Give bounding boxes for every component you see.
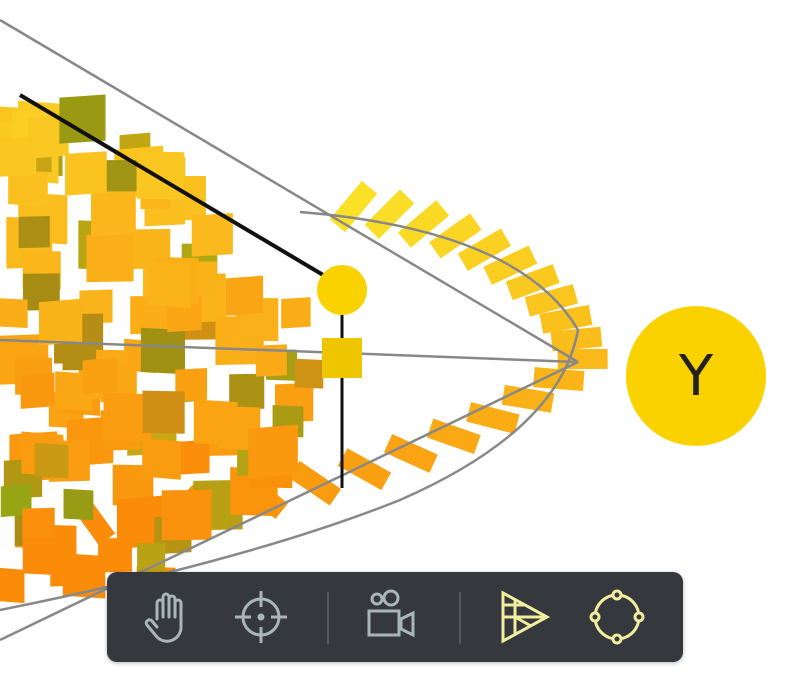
hue-segment: [398, 200, 450, 248]
hue-segment: [288, 460, 342, 506]
hue-segment: [505, 264, 560, 301]
triangle-slice-tool-button[interactable]: [495, 587, 555, 647]
color-sample: [142, 437, 181, 480]
crosshair-icon: [235, 591, 287, 643]
color-sample: [176, 439, 210, 475]
color-sample: [22, 536, 60, 576]
color-sample: [0, 298, 28, 329]
color-sample: [229, 373, 265, 410]
color-sample: [0, 136, 37, 177]
color-sample: [22, 507, 55, 541]
color-sample: [294, 358, 324, 389]
hue-segment: [364, 189, 415, 239]
color-sample: [65, 151, 107, 196]
target-tool-button[interactable]: [231, 587, 291, 647]
y-axis-badge[interactable]: Y: [626, 306, 766, 446]
hue-segment: [383, 434, 438, 473]
color-sample: [91, 189, 136, 237]
color-sample: [116, 495, 167, 550]
color-sample: [27, 114, 69, 159]
color-sample: [63, 488, 94, 521]
hue-segment: [557, 348, 608, 370]
hue-segment: [337, 448, 392, 491]
color-sample: [191, 213, 233, 257]
color-sample: [103, 392, 152, 443]
color-sample: [82, 357, 117, 395]
pan-tool-button[interactable]: [139, 587, 199, 647]
color-sample: [161, 489, 212, 541]
hue-segment: [429, 213, 482, 259]
color-sample: [86, 234, 134, 283]
cone-wireframe: [0, 18, 580, 642]
color-sample: [248, 424, 298, 479]
color-sample: [105, 160, 137, 192]
color-sample: [18, 215, 50, 249]
hue-segment: [539, 305, 593, 334]
color-sample: [140, 327, 185, 375]
color-sample: [38, 298, 83, 346]
orbit-circle-icon: [589, 589, 645, 645]
selection-marker: [18, 93, 367, 488]
color-sample: [50, 555, 80, 587]
hand-icon: [144, 592, 183, 643]
color-samples: [0, 94, 324, 607]
toolbar-divider: [327, 592, 329, 644]
hue-segment: [329, 180, 378, 233]
color-sample: [225, 275, 264, 316]
toolbar-divider: [459, 592, 461, 644]
orbit-tool-button[interactable]: [587, 587, 647, 647]
color-sample: [255, 344, 287, 377]
toolbar: [107, 572, 683, 662]
hue-segment: [457, 228, 512, 271]
triangle-slice-icon: [501, 590, 551, 644]
hue-segment: [426, 418, 481, 455]
camera-tool-button[interactable]: [363, 587, 423, 647]
color-sample: [23, 273, 60, 311]
color-sample: [0, 567, 25, 604]
color-sample: [59, 94, 106, 144]
color-sample: [281, 297, 311, 329]
video-camera-icon: [367, 589, 415, 638]
hue-segment: [466, 402, 520, 434]
hue-segment: [524, 284, 579, 317]
y-axis-label: Y: [678, 343, 714, 409]
color-sample: [146, 260, 191, 309]
color-sample: [142, 390, 185, 434]
color-sample: [34, 442, 69, 479]
color-sample: [136, 151, 185, 200]
color-sample: [20, 372, 55, 409]
